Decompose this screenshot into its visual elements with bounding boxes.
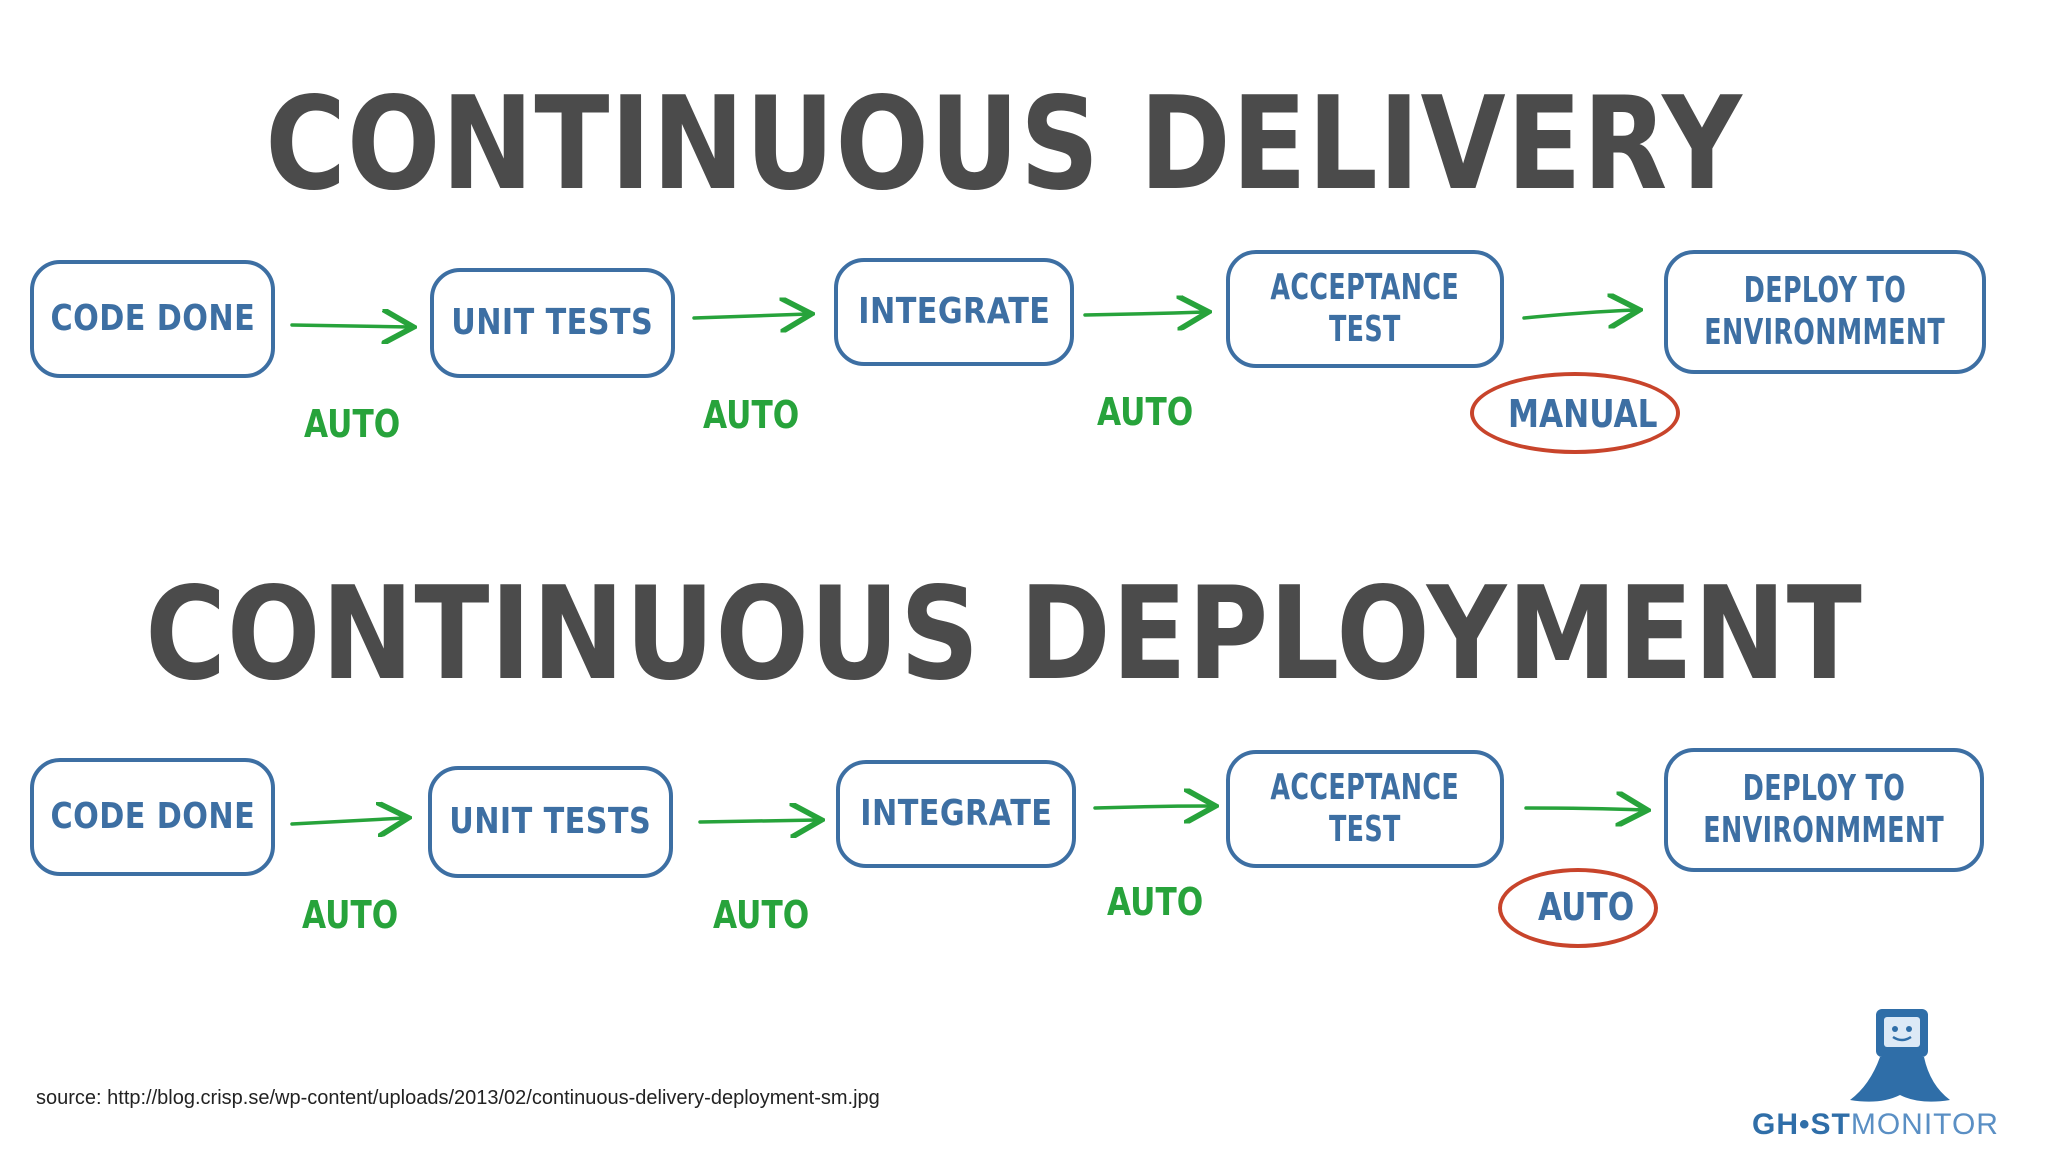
logo-dot-icon: • (1799, 1108, 1811, 1141)
step-label-line-1: ACCEPTANCE (1270, 767, 1460, 808)
step-label: ACCEPTANCE TEST (1253, 767, 1478, 851)
deployment-step-deploy-to-environmment: DEPLOY TO ENVIRONMMENT (1664, 748, 1984, 872)
step-label-line-2: TEST (1329, 809, 1401, 850)
deployment-step-acceptance-test: ACCEPTANCE TEST (1226, 750, 1504, 868)
manual-highlight-circle (1470, 372, 1680, 454)
arrow-delivery-4 (1522, 310, 1636, 318)
step-label-line-2: ENVIRONMMENT (1703, 810, 1945, 851)
delivery-transition-label: AUTO (703, 393, 800, 437)
arrow-delivery-3 (1083, 312, 1205, 315)
deployment-step-unit-tests: UNIT TESTS (428, 766, 673, 878)
delivery-transition-label: AUTO (304, 402, 401, 446)
auto-highlight-circle (1498, 868, 1658, 948)
deployment-transition-label: AUTO (713, 893, 810, 937)
delivery-step-deploy-to-environmment: DEPLOY TO ENVIRONMMENT (1664, 250, 1986, 374)
ghostmonitor-mascot-icon (1850, 1009, 1950, 1102)
arrow-delivery-1 (290, 325, 410, 327)
logo-text-part: ST (1810, 1108, 1851, 1141)
delivery-step-code-done: CODE DONE (30, 260, 275, 378)
deployment-transition-label-auto: AUTO (1538, 885, 1635, 929)
step-label: INTEGRATE (857, 291, 1051, 332)
source-citation: source: http://blog.crisp.se/wp-content/… (36, 1087, 880, 1109)
step-label-line-2: TEST (1329, 309, 1401, 350)
step-label-line-1: ACCEPTANCE (1270, 267, 1460, 308)
delivery-transition-label: AUTO (1097, 390, 1194, 434)
deployment-step-integrate: INTEGRATE (836, 760, 1076, 868)
step-label: CODE DONE (50, 298, 255, 339)
delivery-transition-label-manual: MANUAL (1508, 392, 1658, 436)
logo-text-part: GH (1752, 1108, 1799, 1141)
ghostmonitor-logo: GH•STMONITOR (1752, 1108, 1999, 1142)
deployment-step-code-done: CODE DONE (30, 758, 275, 876)
title-continuous-deployment: CONTINUOUS DEPLOYMENT (145, 560, 1863, 709)
step-label: DEPLOY TO ENVIRONMMENT (1682, 270, 1969, 354)
step-label: DEPLOY TO ENVIRONMMENT (1681, 768, 1968, 852)
deployment-transition-label: AUTO (1107, 880, 1204, 924)
step-label: UNIT TESTS (449, 801, 652, 842)
arrow-delivery-2 (692, 314, 808, 318)
title-continuous-delivery: CONTINUOUS DELIVERY (265, 70, 1743, 219)
arrow-deployment-2 (698, 820, 818, 822)
step-label: CODE DONE (50, 796, 255, 837)
step-label: UNIT TESTS (451, 302, 654, 343)
arrow-deployment-4 (1524, 808, 1644, 810)
step-label-line-1: DEPLOY TO (1742, 768, 1906, 809)
step-label: INTEGRATE (859, 793, 1053, 834)
delivery-step-integrate: INTEGRATE (834, 258, 1074, 366)
delivery-step-acceptance-test: ACCEPTANCE TEST (1226, 250, 1504, 368)
logo-text-part: MONITOR (1850, 1108, 1999, 1141)
arrow-deployment-3 (1093, 806, 1212, 808)
step-label-line-2: ENVIRONMMENT (1704, 312, 1946, 353)
arrow-deployment-1 (290, 818, 405, 824)
delivery-step-unit-tests: UNIT TESTS (430, 268, 675, 378)
step-label: ACCEPTANCE TEST (1253, 267, 1478, 351)
deployment-transition-label: AUTO (302, 893, 399, 937)
step-label-line-1: DEPLOY TO (1743, 270, 1907, 311)
